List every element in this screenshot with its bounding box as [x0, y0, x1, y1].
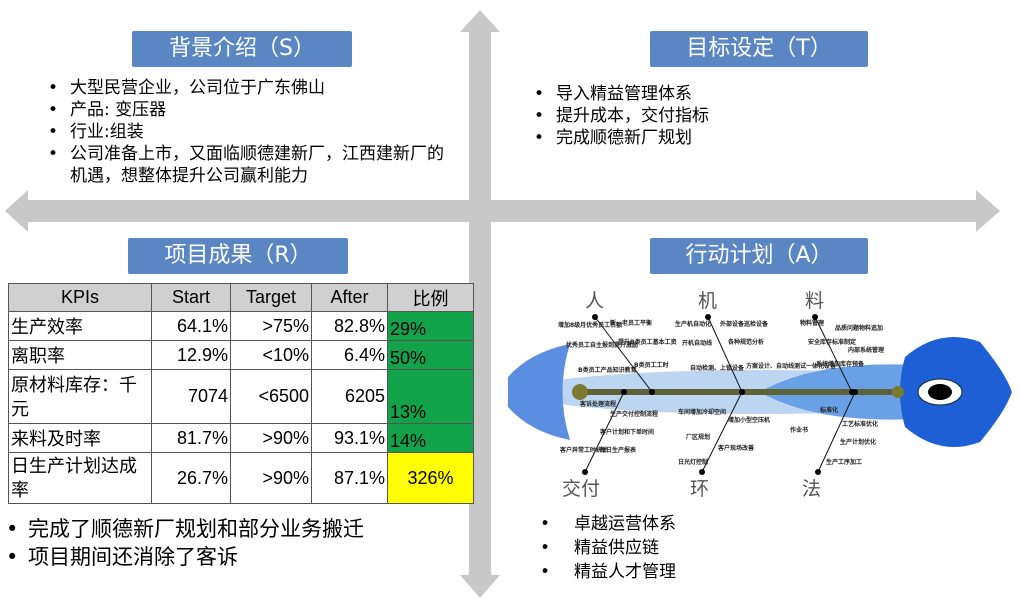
ratio-value: 29% — [387, 311, 474, 341]
bullet: 大型民营企业，公司位于广东佛山 — [48, 77, 448, 99]
task-bullets: 导入精益管理体系 提升成本，交付指标 完成顺德新厂规划 — [534, 83, 934, 149]
target-value: >75% — [230, 311, 312, 341]
situation-bullets: 大型民营企业，公司位于广东佛山 产品: 变压器 行业:组装 公司准备上市，又面临… — [48, 77, 448, 187]
bullet: 产品: 变压器 — [48, 99, 448, 121]
bullet: 项目期间还消除了客诉 — [6, 543, 476, 571]
result-bullets: 完成了顺德新厂规划和部分业务搬迁 项目期间还消除了客诉 — [6, 515, 476, 571]
kpi-name: 生产效率 — [8, 311, 152, 341]
category-delivery: 交付 — [562, 478, 600, 500]
after-value: 93.1% — [311, 423, 388, 453]
after-value: 6205 — [311, 369, 388, 424]
kpi-name: 离职率 — [8, 340, 152, 370]
category-machine: 机 — [698, 290, 717, 312]
fishbone-label: 作业书 — [790, 426, 808, 434]
fishbone-label: B类员工产品知识教育 — [578, 366, 637, 374]
situation-title: 背景介绍（S） — [132, 31, 352, 67]
fishbone-label: 物料管理 — [800, 319, 824, 327]
kpi-name: 日生产计划达成率 — [8, 452, 152, 504]
kpi-name: 来料及时率 — [8, 423, 152, 453]
header-kpis: KPIs — [8, 283, 152, 312]
task-title: 目标设定（T） — [650, 31, 868, 67]
fishbone-label: 方案设计、自动线测试一体化设备 — [746, 362, 837, 370]
fishbone-label: 安全库存标准制定 — [808, 338, 856, 346]
fishbone-label: 自动检测、上锁设备 — [690, 364, 745, 372]
start-value: 26.7% — [151, 452, 231, 504]
start-value: 64.1% — [151, 311, 231, 341]
action-bullets: 卓越运营体系 精益供应链 精益人才管理 — [540, 512, 840, 584]
header-start: Start — [151, 283, 231, 312]
bullet: 行业:组装 — [48, 121, 448, 143]
fishbone-label: 日光灯控制 — [678, 458, 708, 466]
fishbone-label: 开机自动线 — [682, 339, 712, 347]
fishbone-label: 品质问题物料追加 — [835, 324, 883, 332]
fishbone-label: 生产计划优化 — [840, 438, 876, 446]
fishbone-label: 生产交付控制流程 — [610, 410, 658, 418]
action-title: 行动计划（A） — [650, 238, 868, 274]
ratio-value: 326% — [387, 452, 474, 504]
fishbone-label: 外部设备巡检设备 — [719, 320, 769, 328]
result-title: 项目成果（R） — [128, 238, 348, 274]
header-target: Target — [230, 283, 312, 312]
fishbone-label: 客户现场改善 — [717, 444, 754, 452]
fishbone-label: 客户计划和下单时间 — [599, 428, 654, 436]
category-environment: 环 — [690, 478, 709, 500]
target-value: <10% — [230, 340, 312, 370]
fishbone-label: 系统增加库存预备 — [816, 360, 865, 368]
bullet: 公司准备上市，又面临顺德建新厂，江西建新厂的机遇，想整体提升公司赢利能力 — [48, 143, 448, 187]
after-value: 82.8% — [311, 311, 388, 341]
bullet: 导入精益管理体系 — [534, 83, 934, 105]
fishbone-label: B类员工工时 — [634, 361, 669, 369]
fishbone-label: 每日生产报表 — [599, 446, 637, 454]
fish-tail — [508, 344, 570, 440]
kpi-name: 原材料库存：千元 — [8, 369, 152, 424]
start-value: 12.9% — [151, 340, 231, 370]
fishbone-label: 增加小型空压机 — [728, 416, 770, 424]
fishbone-label: 生产机自动化 — [675, 320, 711, 328]
category-material: 料 — [805, 290, 824, 312]
fishbone-label: 生产工序加工 — [826, 458, 862, 466]
start-value: 81.7% — [151, 423, 231, 453]
fishbone-label: 标准化 — [819, 406, 838, 414]
table-header: KPIs Start Target After 比例 — [8, 283, 474, 312]
target-value: <6500 — [230, 369, 312, 424]
ratio-value: 14% — [387, 423, 474, 453]
bullet: 精益供应链 — [540, 536, 840, 560]
bullet: 提升成本，交付指标 — [534, 105, 934, 127]
fishbone-label: 工艺标准优化 — [842, 420, 878, 428]
fishbone-label: 优秀员工自主报到提升激励 — [566, 341, 638, 349]
after-value: 6.4% — [311, 340, 388, 370]
bullet: 完成顺德新厂规划 — [534, 127, 934, 149]
category-people: 人 — [585, 290, 604, 312]
ratio-value: 50% — [387, 340, 474, 370]
category-method: 法 — [802, 478, 821, 500]
fishbone-label: 增加8级月优秀员工名额 — [558, 321, 622, 329]
target-value: >90% — [230, 452, 312, 504]
fishbone-label: 客诉处理流程 — [579, 400, 616, 408]
header-ratio: 比例 — [387, 283, 474, 312]
bullet: 卓越运营体系 — [540, 512, 840, 536]
fishbone-diagram: 人 机 料 交付 环 法 增加8级月优秀员工名额 优秀员工自主报到提升激励 B类… — [508, 290, 1012, 500]
fishbone-label: 车间增加冷却空间 — [678, 408, 726, 416]
fish-eye — [928, 384, 952, 400]
start-value: 7074 — [151, 369, 231, 424]
bullet: 精益人才管理 — [540, 560, 840, 584]
fishbone-label: 新、老员工平衡 — [610, 319, 652, 327]
fishbone-label: 厂区规划 — [686, 433, 710, 441]
after-value: 87.1% — [311, 452, 388, 504]
ratio-value: 13% — [387, 369, 474, 424]
fishbone-label: 各种规范分析 — [727, 338, 764, 346]
fishbone-label: 客户异常工时统计 — [559, 446, 608, 454]
fishbone-label: 提升B类员工基本工资 — [618, 338, 677, 346]
fishbone-label: 内部系统管理 — [848, 346, 884, 354]
bullet: 完成了顺德新厂规划和部分业务搬迁 — [6, 515, 476, 543]
target-value: >90% — [230, 423, 312, 453]
header-after: After — [311, 283, 388, 312]
